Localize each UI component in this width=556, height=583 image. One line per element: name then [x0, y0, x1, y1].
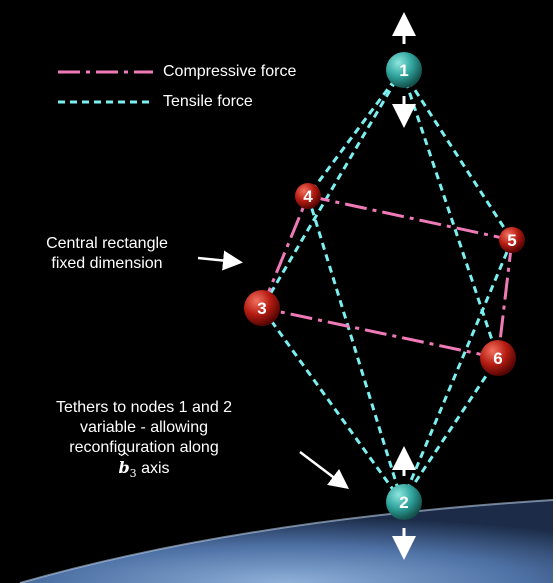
- node-2: 2: [386, 484, 422, 520]
- tether-2-3: [260, 307, 404, 503]
- rectangle-pointer-arrow: [197, 250, 243, 271]
- node-2-label: 2: [399, 493, 408, 512]
- earth-horizon: [20, 500, 553, 583]
- edge-4-5: [307, 194, 513, 242]
- tether-1-4: [306, 69, 404, 197]
- earth-atmosphere-glow: [19, 499, 554, 583]
- tethers-annotation-line3: reconfiguration along: [69, 439, 219, 456]
- rectangle-annotation-line2: fixed dimension: [51, 255, 163, 272]
- node-5-sphere: [499, 227, 525, 253]
- tether-1-5: [400, 69, 514, 241]
- node-3-label: 3: [257, 299, 266, 318]
- rectangle-annotation: Central rectangle fixed dimension: [22, 234, 192, 274]
- tethers-annotation-line4: ^b3 axis: [38, 451, 250, 484]
- compressive-rectangle: [260, 194, 514, 360]
- hat-mark: ^: [119, 451, 131, 466]
- tether-pointer-arrow: [299, 451, 349, 490]
- node-3-sphere: [244, 290, 280, 326]
- tethers-annotation: Tethers to nodes 1 and 2 variable - allo…: [38, 398, 250, 484]
- edge-3-4: [260, 195, 310, 309]
- rectangle-annotation-line1: Central rectangle: [46, 235, 168, 252]
- edge-5-6: [496, 239, 514, 359]
- legend-tensile-label: Tensile force: [163, 93, 253, 110]
- axis-word: axis: [141, 460, 170, 477]
- axis-letter: b: [118, 458, 130, 477]
- tether-2-4: [306, 195, 404, 503]
- node-6-sphere: [480, 340, 516, 376]
- tethers-annotation-line2: variable - allowing: [79, 419, 209, 436]
- node-4: 4: [295, 183, 321, 209]
- node-2-sphere: [386, 484, 422, 520]
- node-5: 5: [499, 227, 525, 253]
- tensile-tethers: [260, 69, 514, 503]
- node-5-label: 5: [507, 231, 516, 250]
- node-1-sphere: [386, 52, 422, 88]
- node-4-sphere: [295, 183, 321, 209]
- axis-subscript: 3: [129, 467, 137, 481]
- axis-symbol: ^b3: [118, 451, 137, 481]
- legend-compressive-label: Compressive force: [163, 63, 297, 80]
- node-1: 1: [386, 52, 422, 88]
- tethers-annotation-line1: Tethers to nodes 1 and 2: [55, 399, 233, 416]
- node-6-label: 6: [493, 349, 502, 368]
- node-4-label: 4: [303, 187, 313, 206]
- edge-6-3: [261, 306, 499, 360]
- node-3: 3: [244, 290, 280, 326]
- node-1-label: 1: [399, 61, 408, 80]
- tether-2-6: [400, 357, 500, 503]
- node-6: 6: [480, 340, 516, 376]
- tether-1-3: [260, 69, 404, 309]
